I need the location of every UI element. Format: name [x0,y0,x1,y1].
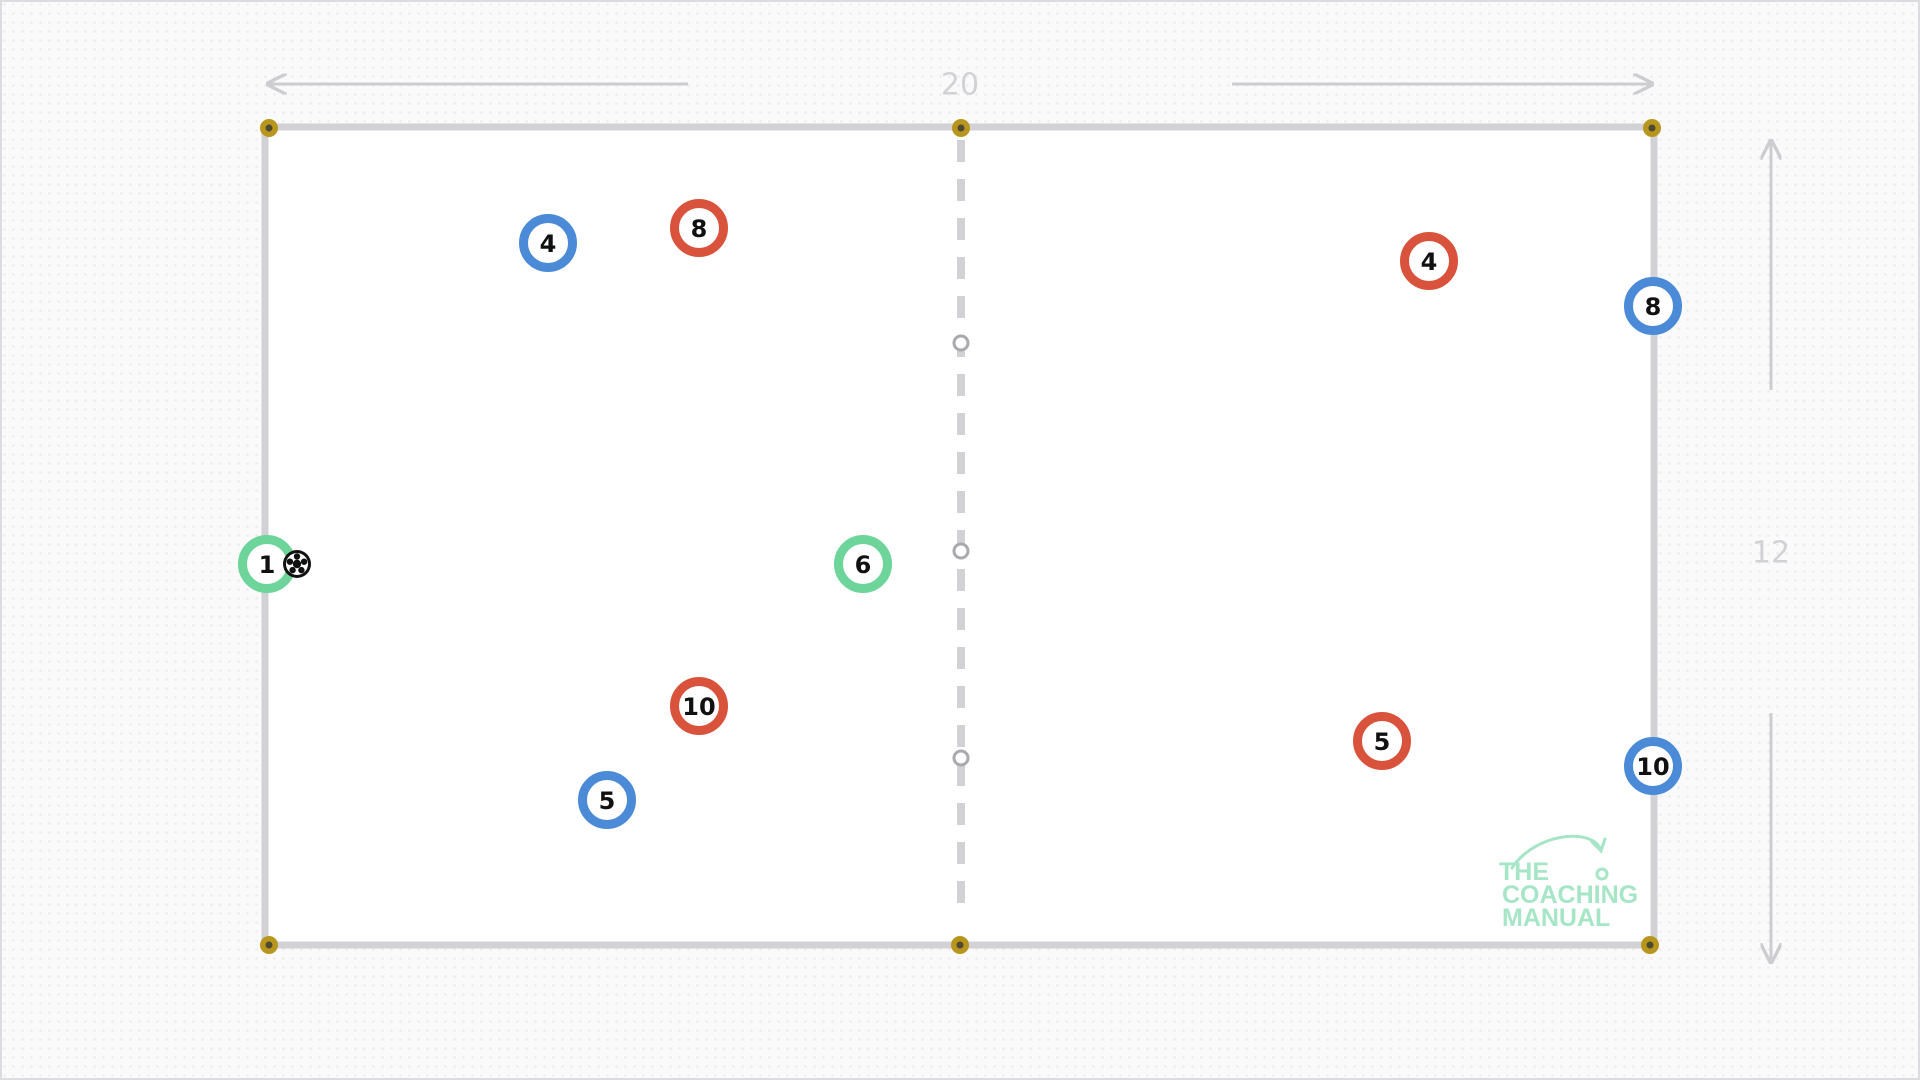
player-number: 4 [1421,248,1438,276]
player-green-1: 1 [238,535,311,593]
height-label: 12 [1752,536,1790,571]
player-blue-5: 5 [578,771,636,829]
logo-dot [1595,867,1609,881]
height-dimension: 12 [1752,143,1790,960]
player-ring [1400,232,1458,290]
logo-arc [1510,834,1602,870]
players-layer: 4 8 1 6 10 5 4 8 5 10 [238,199,1682,829]
player-ring [519,214,577,272]
logo-line-1: THE [1499,858,1549,886]
player-ring [834,535,892,593]
player-ring [1624,277,1682,335]
logo-line-3: MANUAL [1502,904,1610,932]
logo-line-2: COACHING [1502,881,1638,909]
width-label: 20 [941,68,979,103]
cone-bottom-left [260,936,278,954]
player-number: 10 [1636,753,1669,781]
soccer-ball-icon [283,550,311,578]
halfway-marker-top [952,334,970,352]
player-red-4: 4 [1400,232,1458,290]
cones [260,119,1661,954]
player-ring [1353,712,1411,770]
width-dimension: 20 [270,68,1650,103]
halfway-markers [952,334,970,767]
player-ring [578,771,636,829]
player-number: 8 [1645,293,1662,321]
cone-top-left [260,119,278,137]
player-blue-10: 10 [1624,737,1682,795]
player-number: 8 [691,215,708,243]
player-number: 5 [1374,728,1391,756]
player-red-10: 10 [670,677,728,735]
halfway-marker-bottom [952,749,970,767]
player-number: 1 [259,551,276,579]
player-number: 10 [682,693,715,721]
player-ring [1624,737,1682,795]
cone-bottom-right [1641,936,1659,954]
player-ring [670,199,728,257]
logo-arc-head [1590,837,1607,854]
player-red-8: 8 [670,199,728,257]
player-blue-4: 4 [519,214,577,272]
player-number: 5 [599,787,616,815]
player-number: 4 [540,230,557,258]
player-green-6: 6 [834,535,892,593]
coaching-manual-logo: THE COACHING MANUAL [1499,834,1638,932]
cone-top-right [1643,119,1661,137]
cone-top-middle [952,119,970,137]
player-blue-8: 8 [1624,277,1682,335]
halfway-marker-middle [952,542,970,560]
player-red-5: 5 [1353,712,1411,770]
player-ring [670,677,728,735]
cone-bottom-middle [951,936,969,954]
player-number: 6 [855,551,872,579]
